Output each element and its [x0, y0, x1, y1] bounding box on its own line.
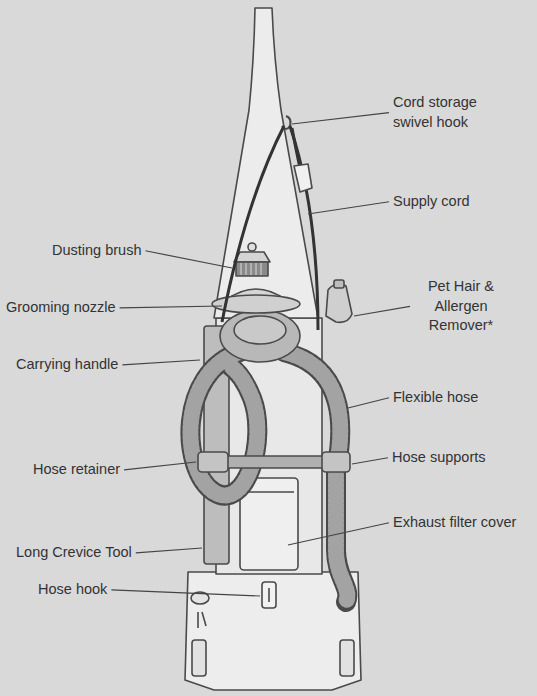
part-label: Hose hook: [38, 580, 107, 600]
leader-line: [308, 202, 389, 214]
hose-retainer: [198, 452, 228, 472]
supply-cord: [222, 126, 318, 330]
hook-slot: [268, 588, 270, 602]
leader-line: [288, 523, 389, 545]
part-label: Hose retainer: [33, 460, 120, 480]
base: [185, 572, 361, 690]
brush-bristles: [236, 262, 268, 276]
leader-line: [292, 113, 389, 124]
cover-line: [244, 491, 294, 493]
part-label: Dusting brush: [52, 241, 141, 261]
flexible-hose: [190, 352, 347, 602]
leader-line: [111, 590, 260, 596]
leader-line: [145, 251, 232, 268]
part-label: Flexible hose: [393, 388, 478, 408]
leader-line: [354, 306, 410, 316]
wheel: [340, 640, 354, 676]
leader-line: [124, 462, 196, 470]
leader-line: [136, 548, 202, 553]
hose-support-clip: [322, 452, 350, 472]
pet-hair-remover: [326, 284, 352, 323]
brush-cap: [248, 243, 256, 251]
part-label: Carrying handle: [16, 355, 118, 375]
part-label: Supply cord: [393, 192, 470, 212]
part-label: Pet Hair & Allergen Remover*: [414, 277, 508, 336]
bristle-lines: [241, 263, 261, 275]
pedal-mark: [198, 612, 206, 628]
brush-head: [234, 252, 270, 262]
part-label: Long Crevice Tool: [16, 543, 132, 563]
hose-end: [220, 310, 300, 362]
leader-line: [348, 398, 389, 408]
plug: [294, 164, 312, 192]
leader-line: [120, 306, 222, 308]
hose-hook: [262, 582, 276, 608]
part-label: Hose supports: [392, 448, 486, 468]
leader-line: [122, 360, 200, 365]
part-label: Grooming nozzle: [6, 298, 116, 318]
hose-end-cap: [234, 316, 286, 344]
wheel: [192, 640, 206, 676]
part-label: Exhaust filter cover: [393, 513, 516, 533]
remover-nozzle: [334, 280, 344, 288]
leader-line: [352, 458, 388, 464]
part-label: Cord storage swivel hook: [393, 93, 505, 132]
